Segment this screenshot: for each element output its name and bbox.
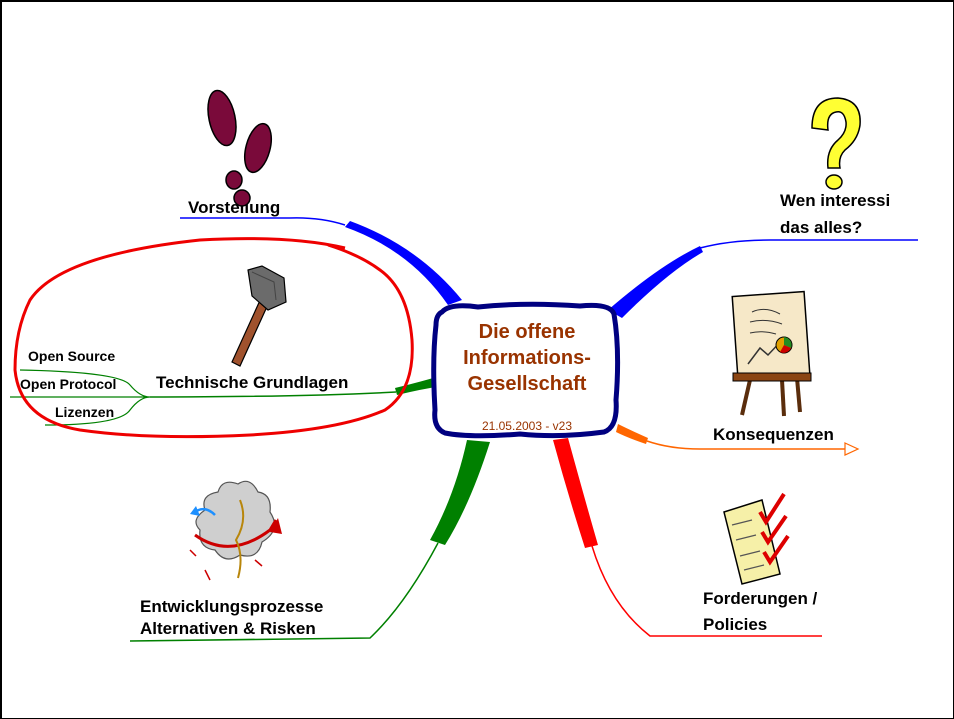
sub-item-open-protocol: Open Protocol [20,376,116,392]
checklist-icon [723,492,790,585]
branch-entwicklung-line [129,542,439,642]
branch-wen-line [699,239,918,249]
sub-item-lizenzen: Lizenzen [55,404,114,420]
label-forderungen-line2: Policies [703,615,767,634]
branch-vorstellung-line [180,217,346,226]
footprints-icon [207,89,273,207]
flipchart-icon [731,290,812,417]
branch-konsequenzen [616,424,648,444]
label-wen-line2: das alles? [780,218,862,237]
branch-entwicklung [430,440,490,545]
question-mark-icon [811,97,861,190]
branch-technische [395,376,442,395]
branch-forderungen [553,438,598,548]
branch-vorstellung [345,221,462,305]
highlight-circle [13,237,414,439]
label-entwicklung-line2: Alternativen & Risken [140,619,316,638]
center-title-line3: Gesellschaft [468,373,587,395]
center-title-line2: Informations- [463,347,591,369]
sub-item-open-source: Open Source [28,348,115,364]
center-title-line1: Die offene [479,321,576,343]
branch-forderungen-line [591,545,822,637]
label-vorstellung: Vorstellung [188,198,280,217]
hammer-icon [231,265,287,367]
label-konsequenzen: Konsequenzen [713,425,834,444]
sub-branch-lines [10,369,151,426]
label-forderungen-line1: Forderungen / [703,589,818,608]
label-technische: Technische Grundlagen [156,373,348,392]
label-entwicklung-line1: Entwicklungsprozesse [140,597,323,616]
center-node-box [431,301,621,439]
center-subtitle: 21.05.2003 - v23 [482,419,572,433]
label-wen-line1: Wen interessi [780,191,890,210]
branch-wen [608,246,703,318]
branch-technische-line [149,391,397,398]
branch-konsequenzen-line [646,440,845,450]
storm-cloud-icon [189,480,282,581]
arrow-konsequenzen-icon [844,442,860,456]
